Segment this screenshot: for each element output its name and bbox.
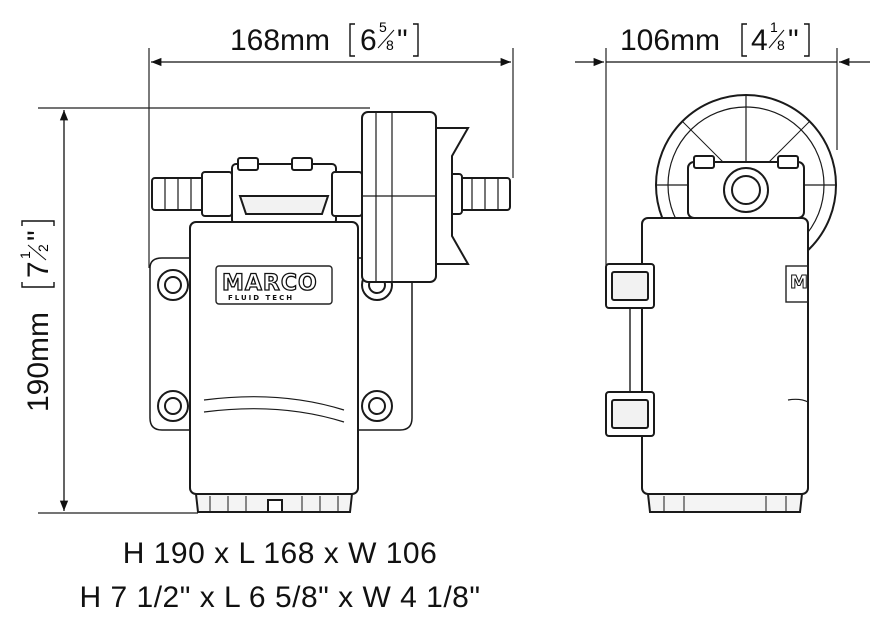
pump-front-view: [149, 111, 511, 513]
height-inch-label: 7 1 2 ": [17, 220, 55, 288]
outlet-port-icon: [723, 167, 769, 213]
svg-text:5: 5: [379, 19, 387, 35]
svg-text:4: 4: [751, 24, 768, 57]
svg-text:8: 8: [777, 37, 785, 53]
height-dimension: 190mm 7 1 2 ": [17, 107, 370, 514]
caption-imperial: H 7 1/2" x L 6 5/8" x W 4 1/8": [79, 581, 481, 614]
pump-side-view: [605, 94, 837, 513]
width-dimension: 106mm 4 1 8 ": [575, 19, 870, 265]
svg-text:1: 1: [770, 19, 778, 35]
svg-text:6: 6: [360, 24, 377, 57]
svg-text:": ": [397, 24, 408, 57]
svg-text:8: 8: [386, 37, 394, 53]
svg-text:": ": [788, 24, 799, 57]
width-mm-label: 106mm: [620, 24, 720, 57]
hose-barb-left-icon: [151, 171, 233, 217]
brand-logo-side: M: [785, 265, 809, 303]
dimension-captions: H 190 x L 168 x W 106 H 7 1/2" x L 6 5/8…: [0, 532, 560, 620]
svg-text:1: 1: [17, 251, 33, 259]
brand-logo: MARCO FLUID TECH: [215, 265, 333, 305]
length-mm-label: 168mm: [230, 24, 330, 57]
length-dimension: 168mm 6 5 8 ": [148, 19, 514, 268]
svg-text:2: 2: [35, 244, 51, 252]
svg-text:7: 7: [22, 261, 55, 278]
svg-text:M: M: [790, 272, 808, 293]
width-inch-label: 4 1 8 ": [741, 19, 810, 57]
svg-text:FLUID TECH: FLUID TECH: [228, 294, 294, 302]
caption-metric: H 190 x L 168 x W 106: [122, 537, 438, 570]
height-mm-label: 190mm: [22, 312, 55, 412]
svg-text:MARCO: MARCO: [222, 271, 318, 296]
length-inch-label: 6 5 8 ": [349, 19, 419, 57]
motor-body: [189, 221, 359, 495]
svg-text:": ": [22, 230, 55, 241]
